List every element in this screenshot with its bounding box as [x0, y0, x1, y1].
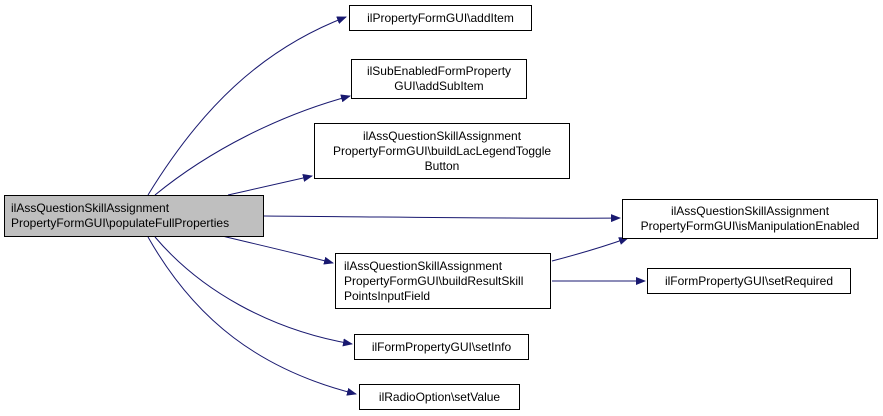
node-root-populate-full-properties: ilAssQuestionSkillAssignment PropertyFor…	[4, 195, 264, 237]
node-label-line: ilPropertyFormGUI\addItem	[367, 10, 514, 25]
node-label-line: GUI\addSubItem	[394, 79, 484, 93]
edge-root-to-set-value	[147, 236, 357, 396]
node-label-line: ilFormPropertyGUI\setInfo	[371, 339, 512, 354]
node-label-line: PropertyFormGUI\buildResultSkill	[344, 273, 524, 288]
node-build-lac-legend-toggle-button[interactable]: ilAssQuestionSkillAssignment PropertyFor…	[314, 123, 570, 179]
node-label-line: ilFormPropertyGUI\setRequired	[664, 273, 834, 288]
node-label-line: PropertyFormGUI\populateFullProperties	[11, 216, 230, 230]
node-label-line: ilAssQuestionSkillAssignment	[670, 204, 830, 218]
node-build-result-skill-points-input-field[interactable]: ilAssQuestionSkillAssignment PropertyFor…	[335, 253, 551, 309]
edge-root-to-build-lac	[227, 174, 313, 196]
node-label-line: ilAssQuestionSkillAssignment	[11, 201, 170, 215]
node-label-line: PointsInputField	[344, 288, 431, 303]
node-add-item[interactable]: ilPropertyFormGUI\addItem	[349, 5, 532, 31]
node-set-value[interactable]: ilRadioOption\setValue	[359, 384, 520, 410]
node-label-line: PropertyFormGUI\buildLacLegendToggle	[332, 143, 552, 158]
node-add-sub-item[interactable]: ilSubEnabledFormProperty GUI\addSubItem	[351, 59, 527, 99]
node-label-line: ilSubEnabledFormProperty	[366, 64, 512, 78]
edge-root-to-is-manip	[263, 214, 621, 223]
node-set-info[interactable]: ilFormPropertyGUI\setInfo	[354, 334, 529, 360]
edge-root-to-set-info	[154, 236, 353, 347]
node-label-line: ilRadioOption\setValue	[378, 389, 501, 404]
edge-root-to-add-sub-item	[154, 94, 351, 196]
edge-root-to-build-result	[217, 234, 334, 265]
edge-root-to-add-item	[147, 16, 347, 196]
node-label-line: ilAssQuestionSkillAssignment	[344, 258, 503, 273]
node-is-manipulation-enabled[interactable]: ilAssQuestionSkillAssignment PropertyFor…	[622, 199, 878, 239]
node-set-required[interactable]: ilFormPropertyGUI\setRequired	[647, 268, 851, 294]
node-label-line: PropertyFormGUI\isManipulationEnabled	[640, 219, 860, 233]
edge-build-result-to-is-manip	[551, 237, 629, 262]
node-label-line: ilAssQuestionSkillAssignment	[362, 128, 522, 143]
node-label-line: Button	[424, 158, 460, 173]
